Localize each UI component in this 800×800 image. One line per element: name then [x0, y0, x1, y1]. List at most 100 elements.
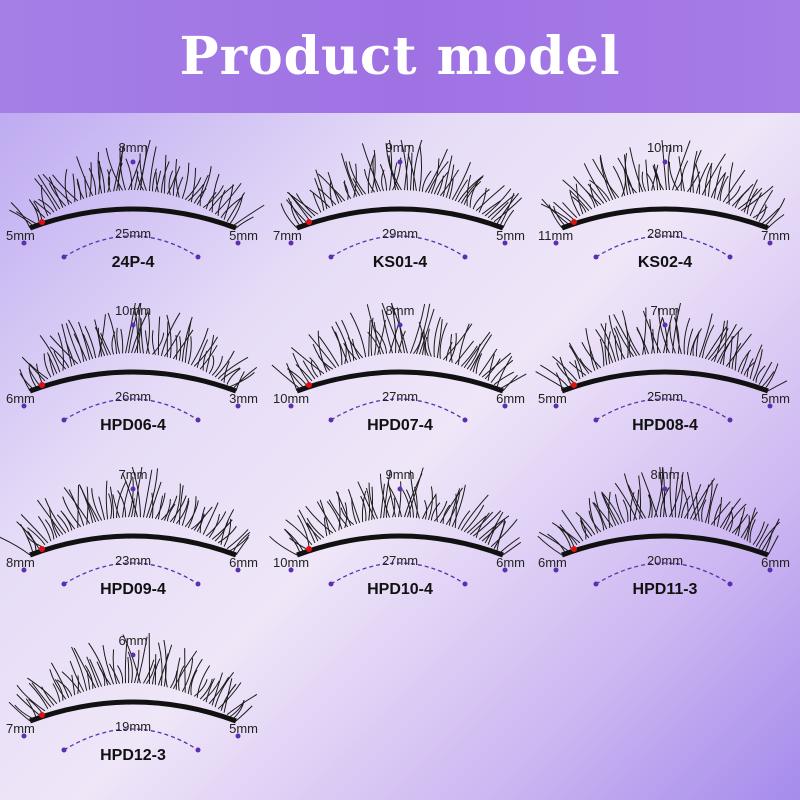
eyelash-image [0, 467, 251, 587]
model-name: HPD10-4 [367, 581, 433, 598]
left-length-label: 6mm [6, 391, 35, 406]
left-length-label: 5mm [538, 391, 567, 406]
right-marker-dot [502, 240, 508, 246]
eyelash-image [540, 140, 786, 260]
length-arc [595, 235, 731, 258]
page-title: Product model [179, 26, 621, 87]
left-marker-dot [553, 403, 559, 409]
left-marker-dot [21, 403, 27, 409]
right-marker-dot [767, 240, 773, 246]
top-length-label: 8mm [650, 467, 680, 482]
left-length-label: 10mm [273, 391, 310, 406]
right-marker-dot [767, 403, 773, 409]
model-name: HPD09-4 [100, 581, 166, 598]
top-marker-dot [130, 322, 136, 328]
right-marker-dot [502, 567, 508, 573]
top-marker-dot [397, 322, 403, 328]
top-marker-dot [130, 652, 136, 658]
length-arc [330, 398, 466, 421]
header-banner: Product model [0, 0, 800, 113]
model-name: HPD07-4 [367, 417, 433, 434]
length-arc [330, 235, 466, 258]
top-length-label: 9mm [385, 467, 415, 482]
magnet-dot [306, 546, 312, 552]
magnet-dot [571, 546, 577, 552]
right-marker-dot [767, 567, 773, 573]
top-marker-dot [397, 486, 403, 492]
magnet-dot [306, 382, 312, 388]
total-length-label: 25mm [646, 389, 684, 404]
left-marker-dot [288, 567, 294, 573]
right-marker-dot [502, 403, 508, 409]
eyelash-image [535, 303, 788, 423]
top-marker-dot [130, 159, 136, 165]
left-length-label: 11mm [538, 228, 574, 243]
top-marker-dot [397, 159, 403, 165]
model-name: HPD08-4 [632, 417, 698, 434]
magnet-dot [39, 382, 45, 388]
model-name: KS02-4 [637, 254, 693, 271]
total-length-label: 25mm [114, 226, 152, 241]
eyelash-image [8, 633, 258, 753]
right-marker-dot [235, 567, 241, 573]
top-length-label: 8mm [385, 303, 415, 318]
right-length-label: 6mm [229, 555, 258, 570]
left-marker-dot [288, 240, 294, 246]
length-arc [63, 235, 199, 258]
left-marker-dot [553, 567, 559, 573]
right-length-label: 5mm [229, 721, 258, 736]
top-length-label: 10mm [646, 140, 684, 155]
total-length-label: 20mm [646, 553, 684, 568]
right-marker-dot [235, 733, 241, 739]
left-length-label: 7mm [273, 228, 302, 243]
left-length-label: 8mm [6, 555, 35, 570]
top-length-label: 7mm [118, 467, 148, 482]
magnet-dot [39, 219, 45, 225]
total-length-label: 27mm [381, 553, 419, 568]
top-length-label: 7mm [650, 303, 680, 318]
model-name: 24P-4 [111, 254, 155, 271]
model-name: HPD06-4 [100, 417, 166, 434]
right-length-label: 5mm [229, 228, 258, 243]
left-length-label: 10mm [273, 555, 310, 570]
top-length-label: 8mm [118, 140, 148, 155]
right-length-label: 6mm [496, 391, 525, 406]
eyelash-image [269, 467, 522, 587]
top-length-label: 6mm [118, 633, 148, 648]
magnet-dot [571, 382, 577, 388]
top-length-label: 10mm [114, 303, 152, 318]
right-length-label: 5mm [761, 391, 790, 406]
left-marker-dot [21, 733, 27, 739]
left-length-label: 6mm [538, 555, 567, 570]
right-length-label: 6mm [761, 555, 790, 570]
magnet-dot [306, 219, 312, 225]
right-length-label: 7mm [761, 228, 790, 243]
right-length-label: 3mm [229, 391, 258, 406]
top-marker-dot [662, 322, 668, 328]
eyelash-image [280, 140, 523, 260]
eyelash-image [9, 140, 265, 260]
total-length-label: 19mm [114, 719, 152, 734]
eyelash-image [537, 467, 780, 587]
model-name: HPD12-3 [100, 747, 166, 764]
top-marker-dot [662, 159, 668, 165]
length-arc [63, 562, 199, 585]
right-length-label: 5mm [496, 228, 525, 243]
length-arc [595, 562, 731, 585]
right-length-label: 6mm [496, 555, 525, 570]
length-arc [63, 398, 199, 421]
magnet-dot [571, 219, 577, 225]
length-arc [330, 562, 466, 585]
total-length-label: 27mm [381, 389, 419, 404]
magnet-dot [39, 546, 45, 552]
top-marker-dot [662, 486, 668, 492]
left-marker-dot [553, 240, 559, 246]
left-marker-dot [21, 240, 27, 246]
